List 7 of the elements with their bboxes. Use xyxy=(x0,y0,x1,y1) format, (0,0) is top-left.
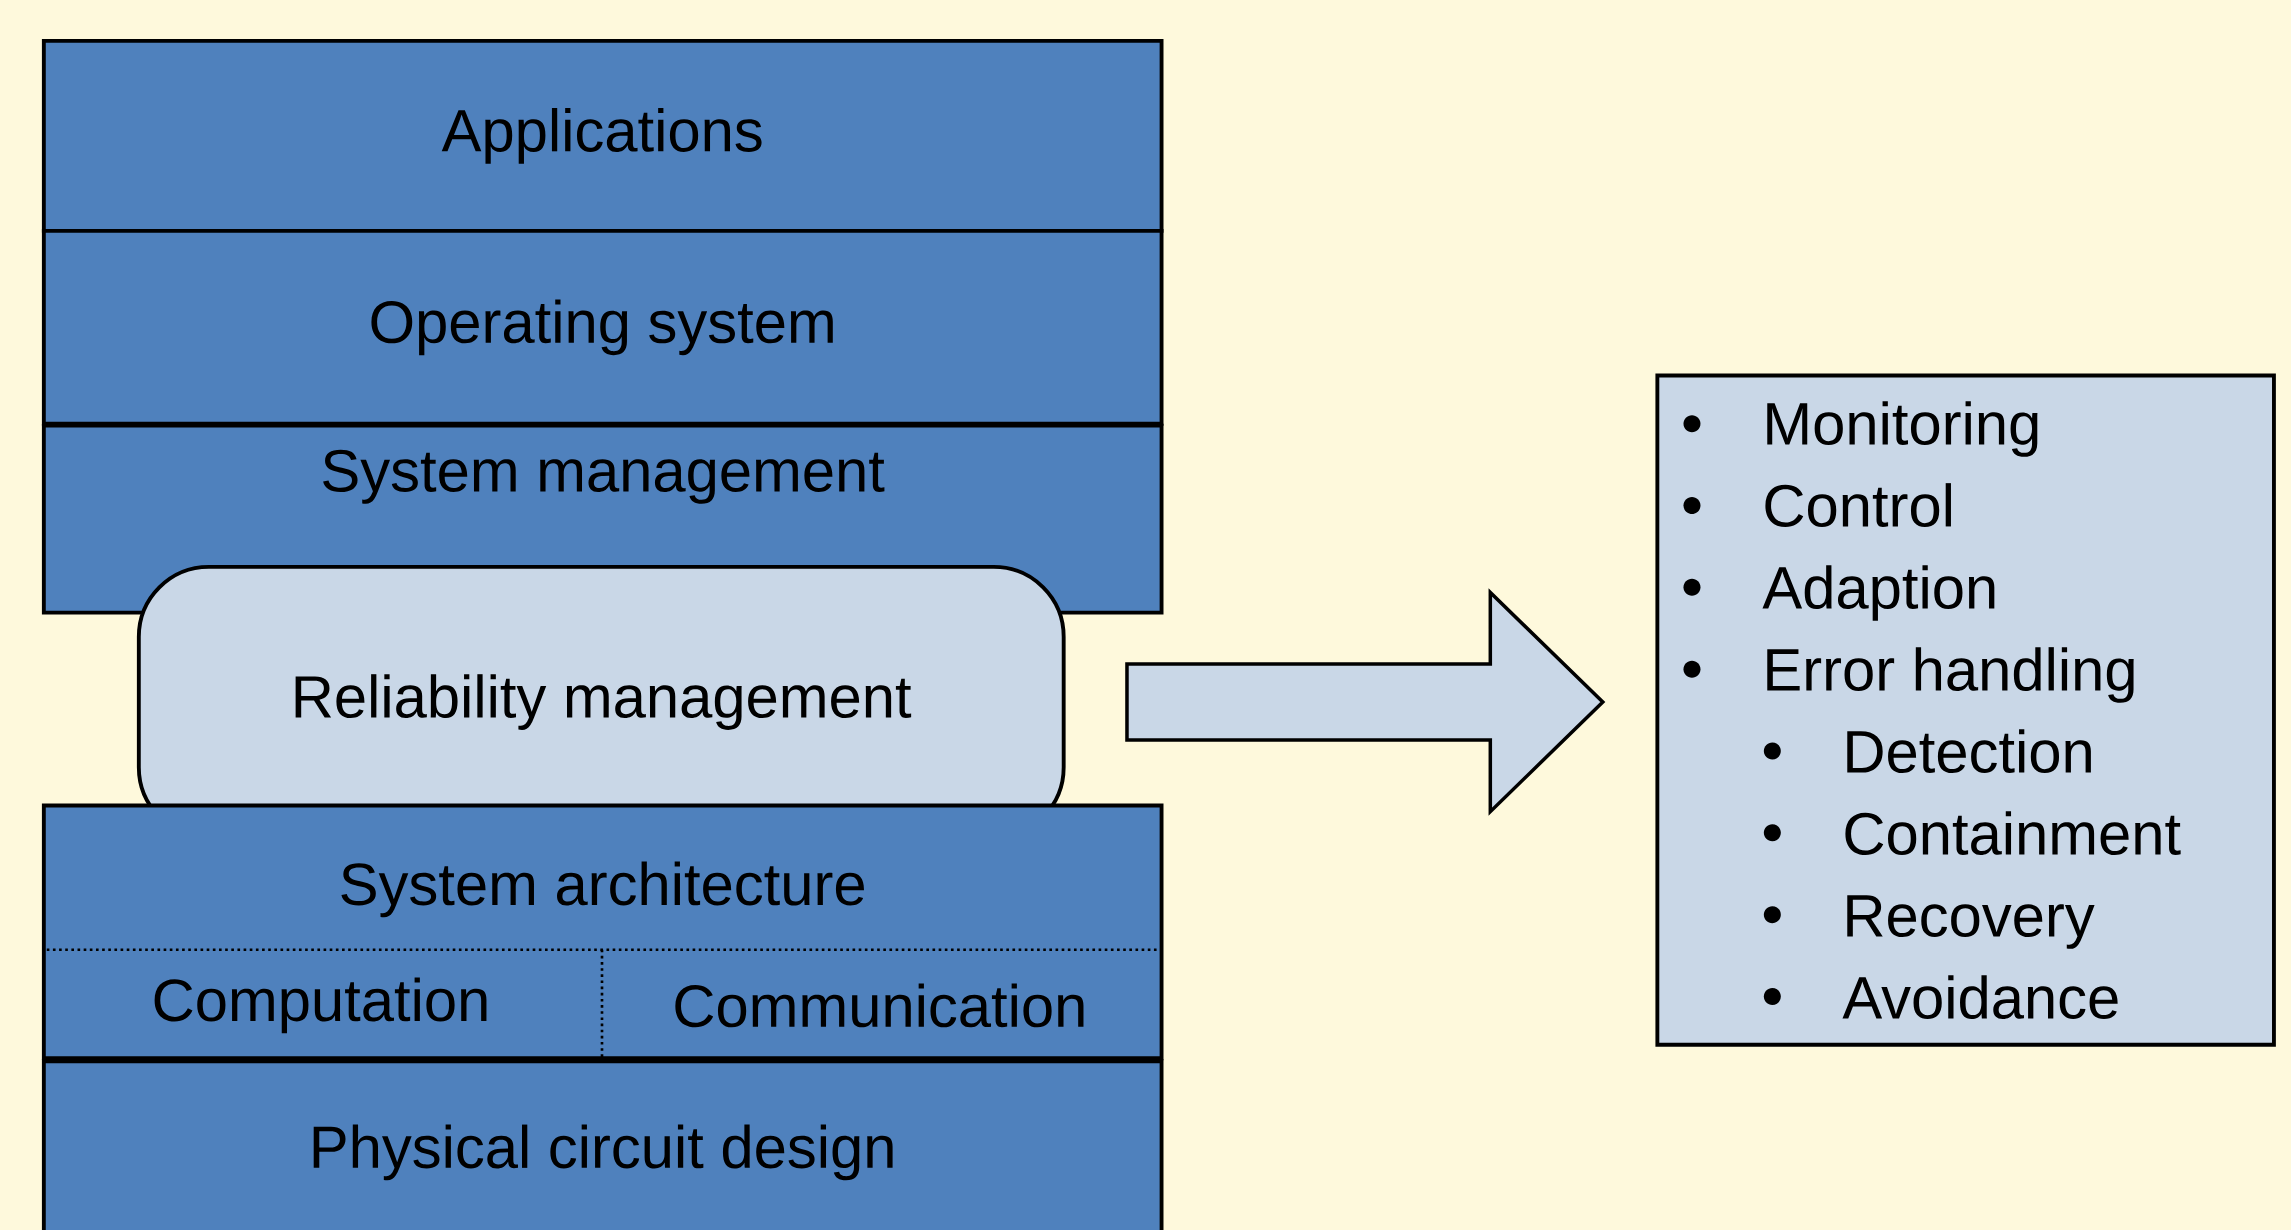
layer-box: Physical circuit design xyxy=(41,1059,1164,1230)
cell-label: Communication xyxy=(675,983,1084,1028)
cell-label: Computation xyxy=(154,977,487,1034)
block-arrow xyxy=(1125,588,1606,816)
list-box: Monitoring Control Adaption Error handling Detection Containment Recovery Avoidance xyxy=(1655,373,2276,1047)
layer-box: Applications xyxy=(41,38,1164,233)
layer-box: Operating system xyxy=(41,228,1164,426)
